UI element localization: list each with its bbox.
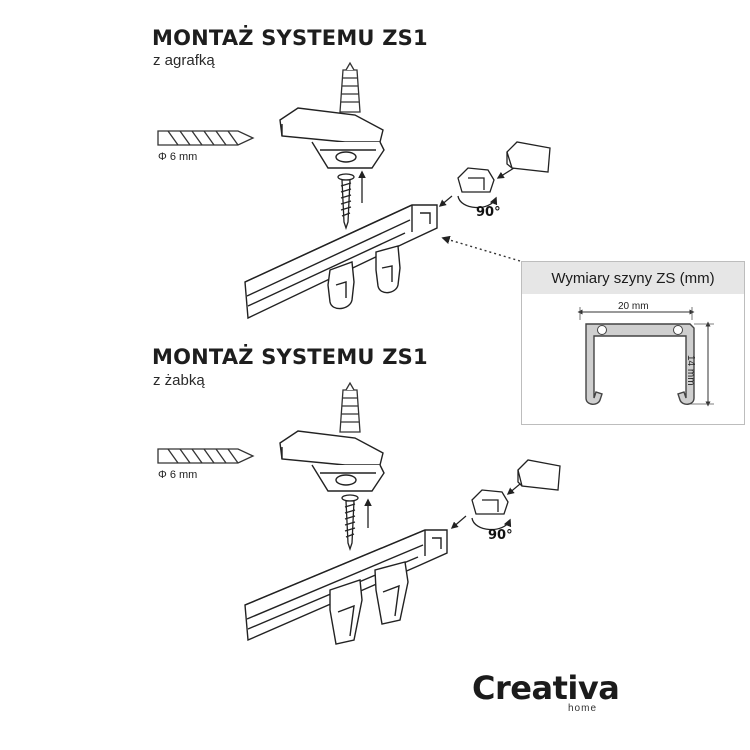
brand-logo: Creativa [472, 669, 620, 707]
section1-subtitle: z agrafką [153, 52, 215, 69]
screw-icon [341, 494, 359, 552]
glider-icon [471, 489, 512, 531]
drill-bit-icon [157, 130, 255, 146]
curtain-clip-icon [329, 561, 409, 645]
curtain-hook-icon [327, 245, 401, 310]
screw-icon [337, 173, 355, 231]
wall-plug-icon [339, 381, 361, 433]
section1-title: MONTAŻ SYSTEMU ZS1 [152, 26, 428, 50]
brand-logo-sub: home [568, 703, 598, 714]
drill-diameter-label: Φ 6 mm [158, 469, 198, 481]
rail-dimensions-title: Wymiary szyny ZS (mm) [522, 262, 744, 294]
rail-profile-icon [244, 204, 438, 320]
rail-height-label: 14 mm [685, 355, 696, 386]
section2-title: MONTAŻ SYSTEMU ZS1 [152, 345, 428, 369]
rotation-angle-label: 90° [488, 528, 513, 543]
rotation-angle-label: 90° [476, 205, 501, 220]
mounting-bracket-icon [279, 107, 385, 169]
glider-icon [457, 167, 498, 209]
drill-diameter-label: Φ 6 mm [158, 151, 198, 163]
rail-cross-section-icon [577, 307, 714, 407]
end-cap-icon [506, 141, 551, 173]
drill-bit-icon [157, 448, 255, 464]
end-cap-icon [517, 459, 561, 491]
wall-plug-icon [339, 61, 361, 113]
rail-dimensions-panel: Wymiary szyny ZS (mm) 20 mm 14 mm [521, 261, 745, 425]
section2-subtitle: z żabką [153, 372, 205, 389]
rail-width-label: 20 mm [618, 301, 649, 312]
mounting-bracket-icon [279, 430, 385, 492]
